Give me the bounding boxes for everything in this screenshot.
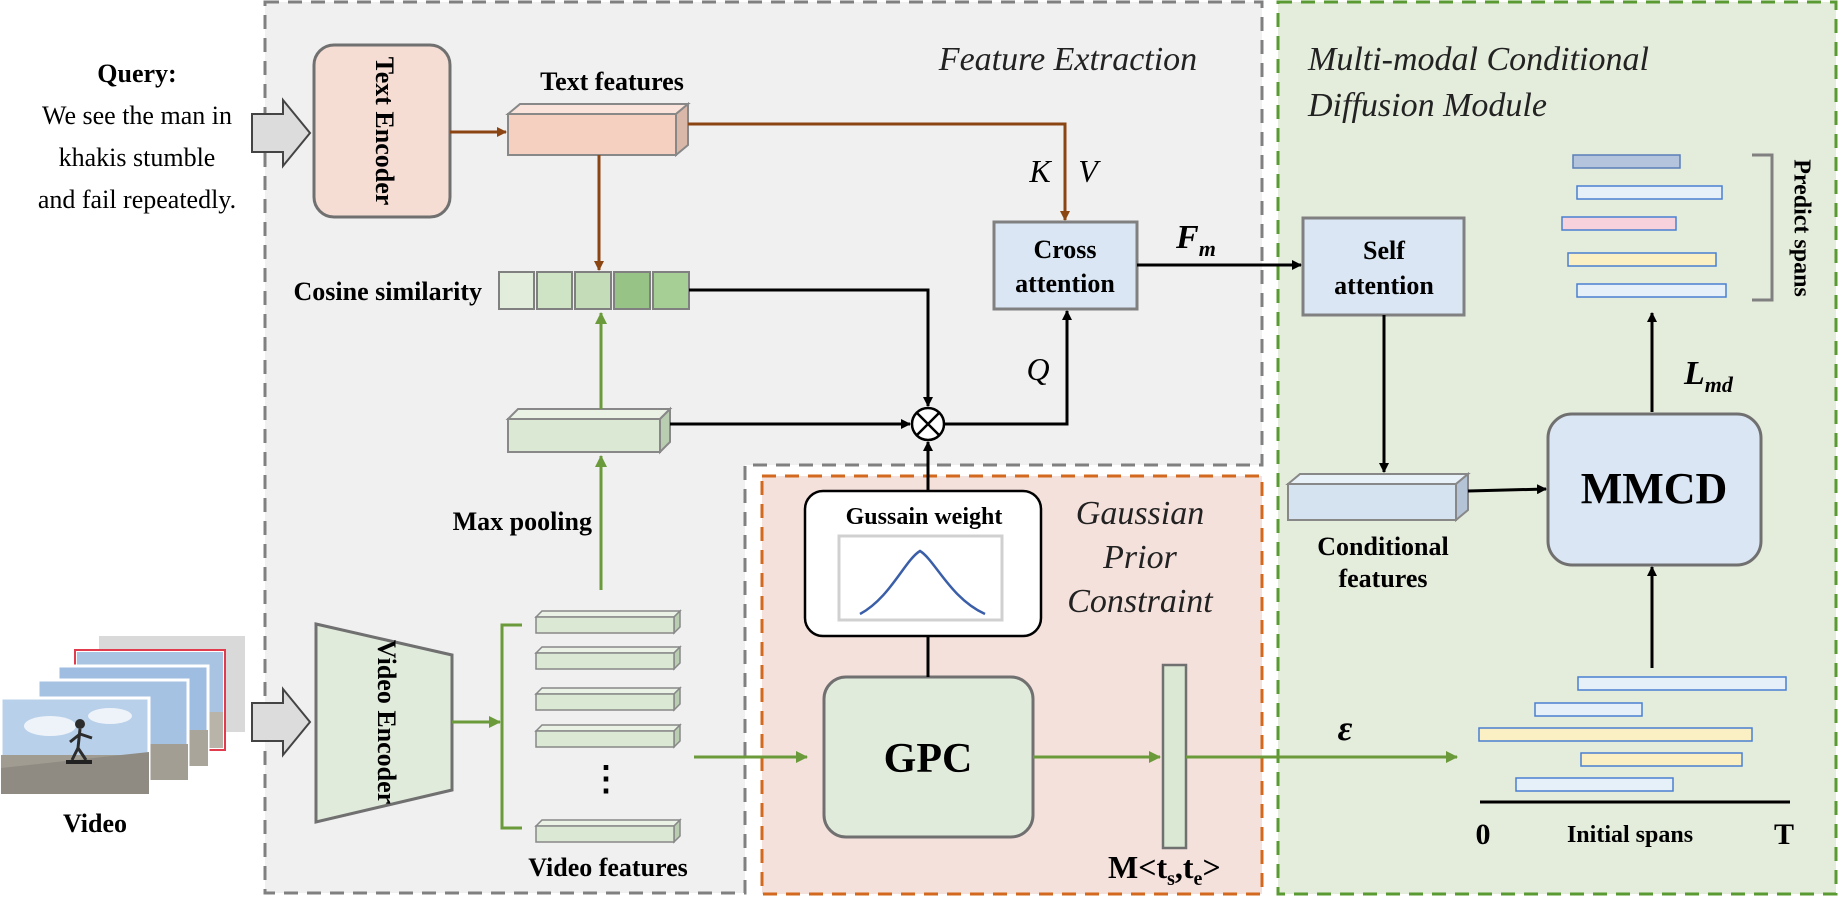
mask-mid: ,t [1175,849,1194,885]
multiply-icon [916,412,940,436]
mmcd-module-title-line1: Multi-modal Conditional [1307,41,1649,78]
lmd-sub: md [1705,372,1734,397]
gpc-label: GPC [884,736,973,782]
gaussian-prior-title-line3: Constraint [1067,583,1214,620]
axis-t-label: T [1774,818,1794,851]
text-features-label: Text features [540,67,684,96]
query-line-3: and fail repeatedly. [38,185,236,214]
mask-base: M<t [1108,849,1167,885]
arrow-conditional-to-mmcd [1467,484,1547,495]
conditional-features-bar [1285,471,1471,523]
lmd-label: Lmd [1683,355,1734,397]
query-input-arrow [251,97,312,169]
predict-span-bars [1561,154,1727,298]
arrow-multiply-to-q [944,310,1072,426]
q-label: Q [1026,351,1049,387]
cosine-similarity-label: Cosine similarity [294,277,483,306]
predict-spans-bracket [1752,153,1774,302]
mask-end: > [1202,849,1220,885]
initial-span-bars [1478,676,1787,792]
mmcd-box [1546,412,1763,567]
predict-spans-label: Predict spans [1788,159,1814,297]
self-attention-label-line2: attention [1334,271,1434,300]
self-attention-box [1301,216,1466,317]
fm-sub: m [1199,236,1216,261]
gaussian-prior-title-line1: Gaussian [1076,495,1204,532]
initial-spans-label: Initial spans [1567,822,1693,848]
query-line-1: We see the man in [42,101,232,130]
cross-attention-box [992,220,1139,311]
max-pooling-label: Max pooling [453,507,592,536]
video-feature-bars [534,609,682,844]
arrow-cosine-to-multiply [689,288,933,407]
mask-bar [1161,663,1188,850]
pooled-feature-bar [505,406,673,455]
gaussian-weight-label: Gussain weight [846,504,1003,530]
video-encoder-label: Video Encoder [372,640,401,804]
epsilon-label: ε [1338,708,1353,748]
query-line-2: khakis stumble [59,143,216,172]
lmd-base: L [1683,355,1705,392]
fm-label: Fm [1175,219,1216,261]
mask-sub-s: s [1167,868,1175,890]
arrow-text-features-to-kv [688,122,1070,221]
mask-label: M<ts,te> [1108,849,1221,890]
video-frames [0,634,247,796]
video-features-label: Video features [528,853,688,882]
gaussian-curve-frame [837,534,1004,622]
conditional-features-label-line2: features [1338,564,1427,593]
cross-attention-label-line1: Cross [1033,235,1096,264]
gaussian-prior-title-line2: Prior [1102,539,1177,576]
video-encoder-box [314,622,454,824]
mask-sub-e: e [1194,868,1203,890]
feature-extraction-title: Feature Extraction [938,41,1197,78]
query-title: Query: [97,59,176,88]
v-label: V [1078,153,1101,189]
video-features-ellipsis: ⋮ [589,761,623,798]
video-label: Video [63,809,127,838]
mmcd-module-title-line2: Diffusion Module [1307,87,1547,124]
cross-attention-label-line2: attention [1015,269,1115,298]
gaussian-curve-icon [859,549,986,616]
text-encoder-label: Text Encoder [370,57,399,206]
text-features-bar [505,101,691,158]
mmcd-label: MMCD [1581,464,1728,513]
video-input-arrow [251,686,312,758]
axis-zero-label: 0 [1476,818,1491,851]
video-features-bracket [500,623,522,830]
k-label: K [1028,153,1052,189]
conditional-features-label-line1: Conditional [1317,532,1449,561]
cosine-similarity-cells [498,271,690,310]
fm-base: F [1175,219,1199,256]
self-attention-label-line1: Self [1363,236,1405,265]
